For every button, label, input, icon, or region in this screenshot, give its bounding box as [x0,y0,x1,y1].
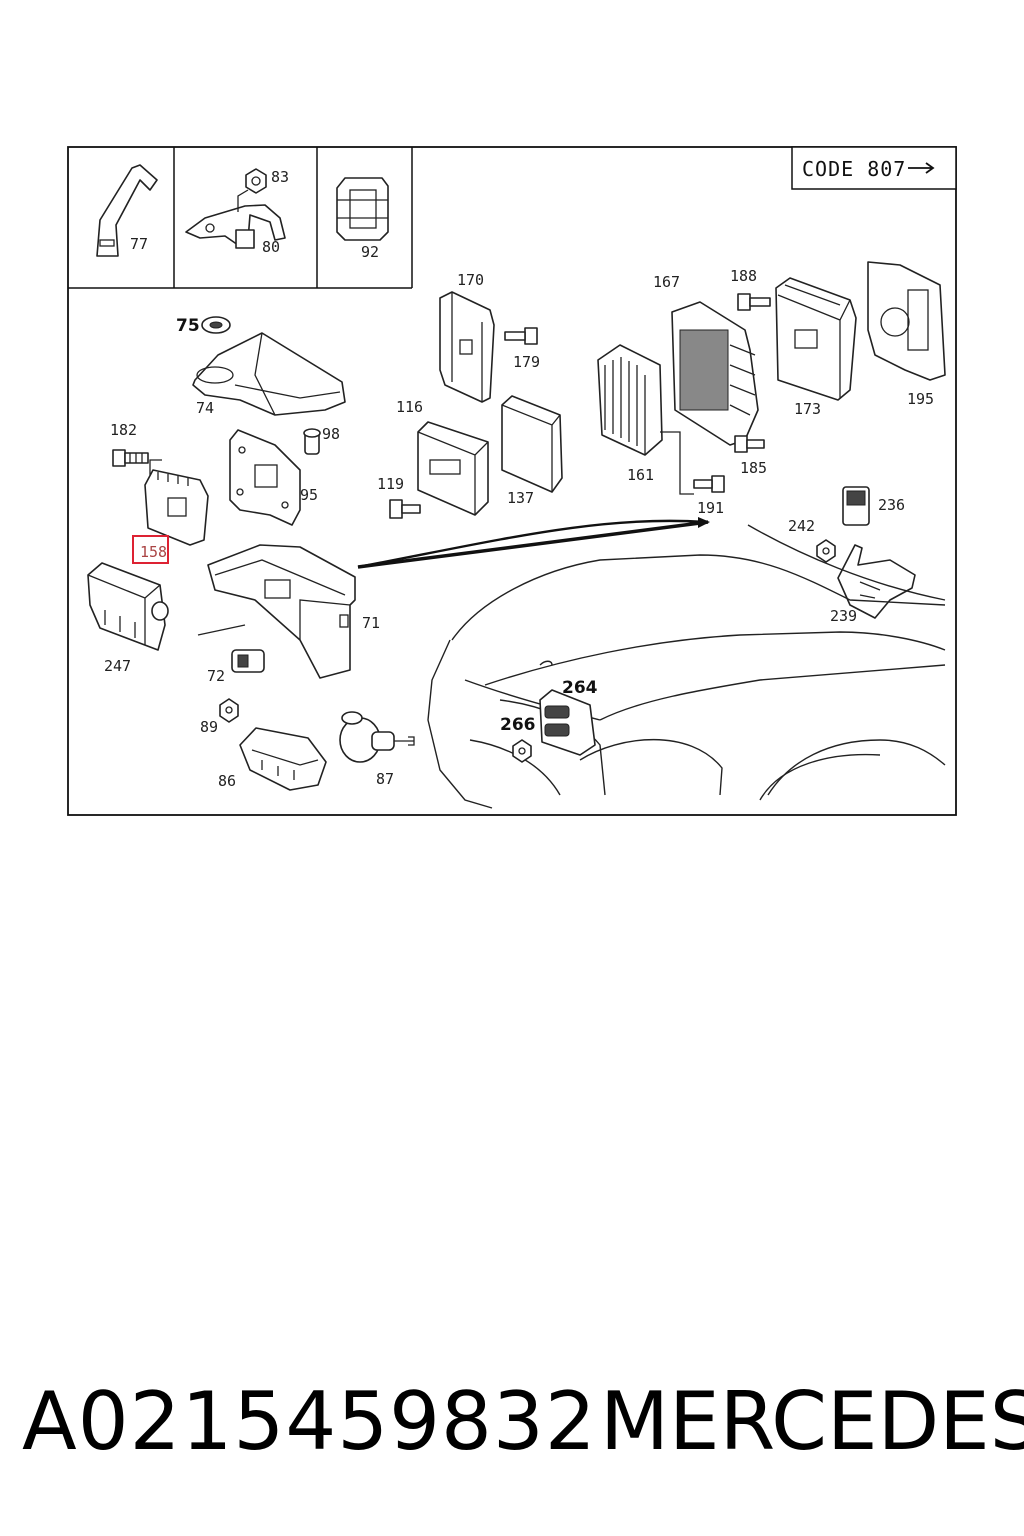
caption: A0215459832 MERCEDES [0,1372,1024,1472]
callout-242: 242 [788,517,815,535]
callout-161: 161 [627,466,654,484]
callout-80: 80 [262,238,280,256]
part-87-pump [339,711,415,763]
part-182-screw [112,449,149,467]
parts-diagram: CODE 807 [67,146,957,816]
part-98-plug [303,428,321,455]
callout-158: 158 [140,543,167,561]
callout-182: 182 [110,421,137,439]
callout-179: 179 [513,353,540,371]
part-236-relay [842,486,870,526]
callout-77: 77 [130,235,148,253]
part-119-screw [389,499,421,519]
callout-170: 170 [457,271,484,289]
callout-72: 72 [207,667,225,685]
part-71-fuse-box [207,517,710,679]
part-74-cover [192,332,346,416]
part-92-grommet [336,177,389,241]
part-188-screw [737,293,771,311]
part-80-bracket [185,204,286,249]
callout-239: 239 [830,607,857,625]
callout-74: 74 [196,399,214,417]
callout-75: 75 [176,316,200,336]
callout-98: 98 [322,425,340,443]
callout-236: 236 [878,496,905,514]
part-161-module [597,344,663,456]
inset-boxes [68,147,413,289]
part-158-control-module [144,459,209,546]
part-266-nut [512,739,532,763]
part-89-nut [219,698,239,723]
part-191-screw [660,431,725,495]
callout-264: 264 [562,678,598,698]
part-95-bracket [229,429,301,526]
callout-247: 247 [104,657,131,675]
part-116-module [417,421,489,516]
callout-83: 83 [271,168,289,186]
part-264-switch [539,689,596,756]
part-86-holder [239,727,327,791]
callout-119: 119 [377,475,404,493]
callout-191: 191 [697,499,724,517]
car-front-outline [427,524,946,809]
callout-188: 188 [730,267,757,285]
part-179-screw [504,327,538,345]
arrow-right-icon [908,162,935,174]
callout-89: 89 [200,718,218,736]
callout-173: 173 [794,400,821,418]
code-box: CODE 807 [791,146,957,190]
part-77-bracket [96,164,158,257]
callout-137: 137 [507,489,534,507]
part-72-relay [197,624,265,673]
callout-195: 195 [907,390,934,408]
part-number: A0215459832 [22,1375,597,1468]
diagram-frame [67,146,957,816]
callout-87: 87 [376,770,394,788]
part-167-module [671,301,759,446]
part-137-module [501,395,563,493]
part-173-module [775,277,857,401]
callout-266: 266 [500,715,536,735]
part-170-bracket [439,291,495,403]
callout-86: 86 [218,772,236,790]
callout-185: 185 [740,459,767,477]
code-box-label: CODE 807 [802,157,906,181]
part-83-nut [237,168,267,212]
highlight-158: 158 [132,535,169,564]
brand-name: MERCEDES [600,1375,1024,1468]
part-247-module [87,562,169,651]
part-242-nut [816,539,836,563]
part-195-bracket [867,261,946,381]
callout-labels: 77 83 80 92 75 74 182 98 95 71 72 247 89… [104,168,934,790]
callout-71: 71 [362,614,380,632]
callout-167: 167 [653,273,680,291]
part-75-grommet [201,316,231,334]
callout-116: 116 [396,398,423,416]
part-185-screw [734,435,765,453]
callout-95: 95 [300,486,318,504]
pointer-arrow [357,519,706,569]
callout-92: 92 [361,243,379,261]
